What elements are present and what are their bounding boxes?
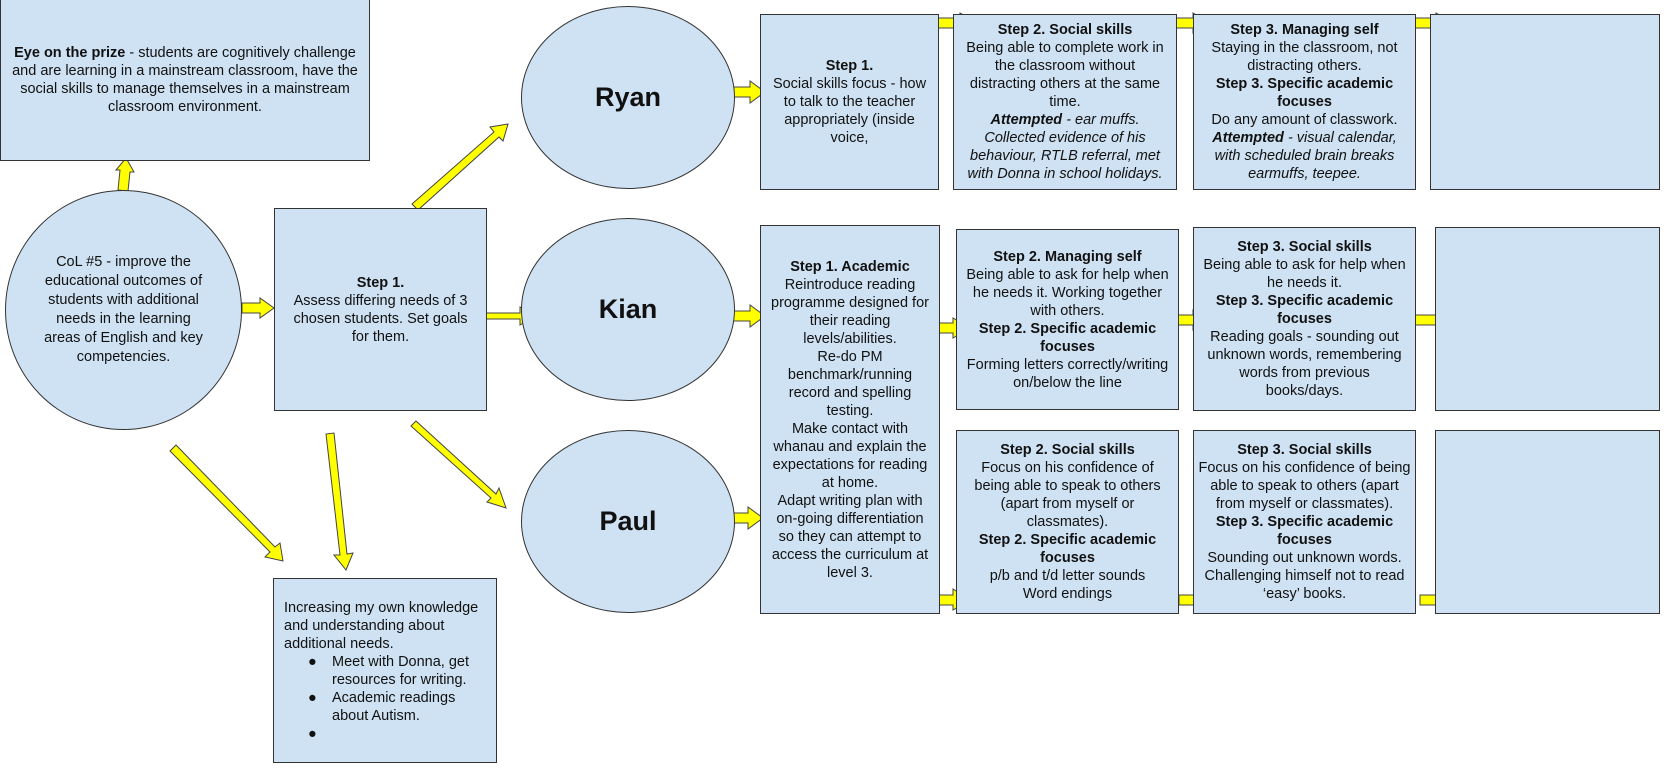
arrow-step1-to-knowledge [325,432,354,571]
ryan-step3-academic-text: Do any amount of classwork. [1211,112,1398,128]
paul-step3-title: Step 3. Social skills [1237,442,1372,458]
kian-step2-box: Step 2. Managing self Being able to ask … [956,229,1179,410]
kian-step2-academic-title: Step 2. Specific academic focuses [978,320,1157,355]
paul-step3-text: Focus on his confidence of being able to… [1198,460,1411,512]
kian-step2-academic-text: Forming letters correctly/writing on/bel… [966,356,1169,391]
academic-text-4: Adapt writing plan with on-going differe… [771,492,929,581]
paul-step3-academic-title: Step 3. Specific academic focuses [1215,514,1394,548]
bullet-icon: ● [308,726,317,742]
academic-text-3: Make contact with whanau and explain the… [772,420,928,491]
prize-label: Eye on the prize [14,44,126,61]
paul-step2-text: Focus on his confidence of being able to… [974,460,1161,530]
student-name: Kian [598,294,658,324]
prize-text: - students are cognitively challenge and… [12,44,358,115]
academic-step1-box: Step 1. Academic Reintroduce reading pro… [760,225,940,614]
step1-title: Step 1. [356,274,405,291]
step1-text: Assess differing needs of 3 chosen stude… [293,292,468,345]
paul-step3-academic-text: Sounding out unknown words. Challenging … [1204,550,1405,602]
ryan-step3-box: Step 3. Managing self Staying in the cla… [1193,14,1416,190]
ryan-step4-empty-box [1430,14,1660,190]
list-item: ●Academic readings about Autism. [308,690,456,724]
kian-step4-empty-box [1435,227,1660,411]
kian-step2-text: Being able to ask for help when he needs… [966,266,1169,319]
ryan-step2-title: Step 2. Social skills [997,22,1133,38]
bullet-icon: ● [308,654,317,670]
academic-text-1: Reintroduce reading programme designed f… [771,276,929,347]
kian-step3-title: Step 3. Social skills [1237,239,1372,255]
bullet-icon: ● [308,690,317,706]
ryan-step1-box: Step 1. Social skills focus - how to tal… [760,14,939,190]
kian-step3-box: Step 3. Social skills Being able to ask … [1193,227,1416,411]
knowledge-list: ●Meet with Donna, get resources for writ… [284,653,486,743]
col-goal-text: CoL #5 - improve the educational outcome… [44,254,203,365]
ryan-step3-academic-title: Step 3. Specific academic focuses [1215,76,1394,110]
knowledge-text: Increasing my own knowledge and understa… [284,600,479,652]
ryan-step3-attempted-text: - visual calendar, with scheduled brain … [1214,130,1397,182]
ryan-step2-attempted-label: Attempted [990,112,1063,128]
col-goal-circle: CoL #5 - improve the educational outcome… [5,190,242,430]
ryan-step2-text: Being able to complete work in the class… [966,40,1164,110]
kian-step3-text: Being able to ask for help when he needs… [1203,257,1406,291]
paul-step4-empty-box [1435,430,1660,614]
student-name: Paul [599,506,657,536]
ryan-step2-attempted-text: - ear muffs. Collected evidence of his b… [967,112,1163,182]
arrow-col-to-step1 [241,297,275,319]
ryan-step1-title: Step 1. [825,58,874,74]
paul-step2-title: Step 2. Social skills [1000,442,1135,458]
ryan-step3-text: Staying in the classroom, not distractin… [1211,40,1398,74]
step1-assess-box: Step 1. Assess differing needs of 3 chos… [274,208,487,411]
ryan-step1-text: Social skills focus - how to talk to the… [772,76,927,146]
knowledge-box: Increasing my own knowledge and understa… [273,578,497,763]
student-name: Ryan [594,82,662,112]
prize-box: Eye on the prize - students are cognitiv… [0,0,370,161]
arrow-step1-to-ryan [411,123,509,211]
paul-step3-box: Step 3. Social skills Focus on his confi… [1193,430,1416,614]
kian-step3-academic-title: Step 3. Specific academic focuses [1215,293,1394,327]
student-kian: Kian [521,218,735,401]
student-ryan: Ryan [521,6,735,189]
arrow-col-to-knowledge [169,444,284,562]
student-paul: Paul [521,430,735,613]
kian-step3-academic-text: Reading goals - sounding out unknown wor… [1207,329,1402,399]
kian-step2-title: Step 2. Managing self [993,248,1142,265]
arrow-step1-to-paul [410,420,507,509]
paul-step2-academic-title: Step 2. Specific academic focuses [978,532,1157,566]
ryan-step3-title: Step 3. Managing self [1230,22,1379,38]
academic-text-2: Re-do PM benchmark/running record and sp… [787,348,913,419]
ryan-step2-box: Step 2. Social skills Being able to comp… [953,14,1177,190]
paul-step2-box: Step 2. Social skills Focus on his confi… [956,430,1179,614]
ryan-step3-attempted-label: Attempted [1212,130,1284,146]
arrow-col-to-prize [114,157,135,192]
academic-title: Step 1. Academic [790,258,910,275]
paul-step2-academic-text-1: p/b and t/d letter sounds [989,568,1146,584]
list-item: ● [284,725,486,743]
paul-step2-academic-text-2: Word endings [1022,586,1113,602]
list-item: ●Meet with Donna, get resources for writ… [308,654,470,688]
